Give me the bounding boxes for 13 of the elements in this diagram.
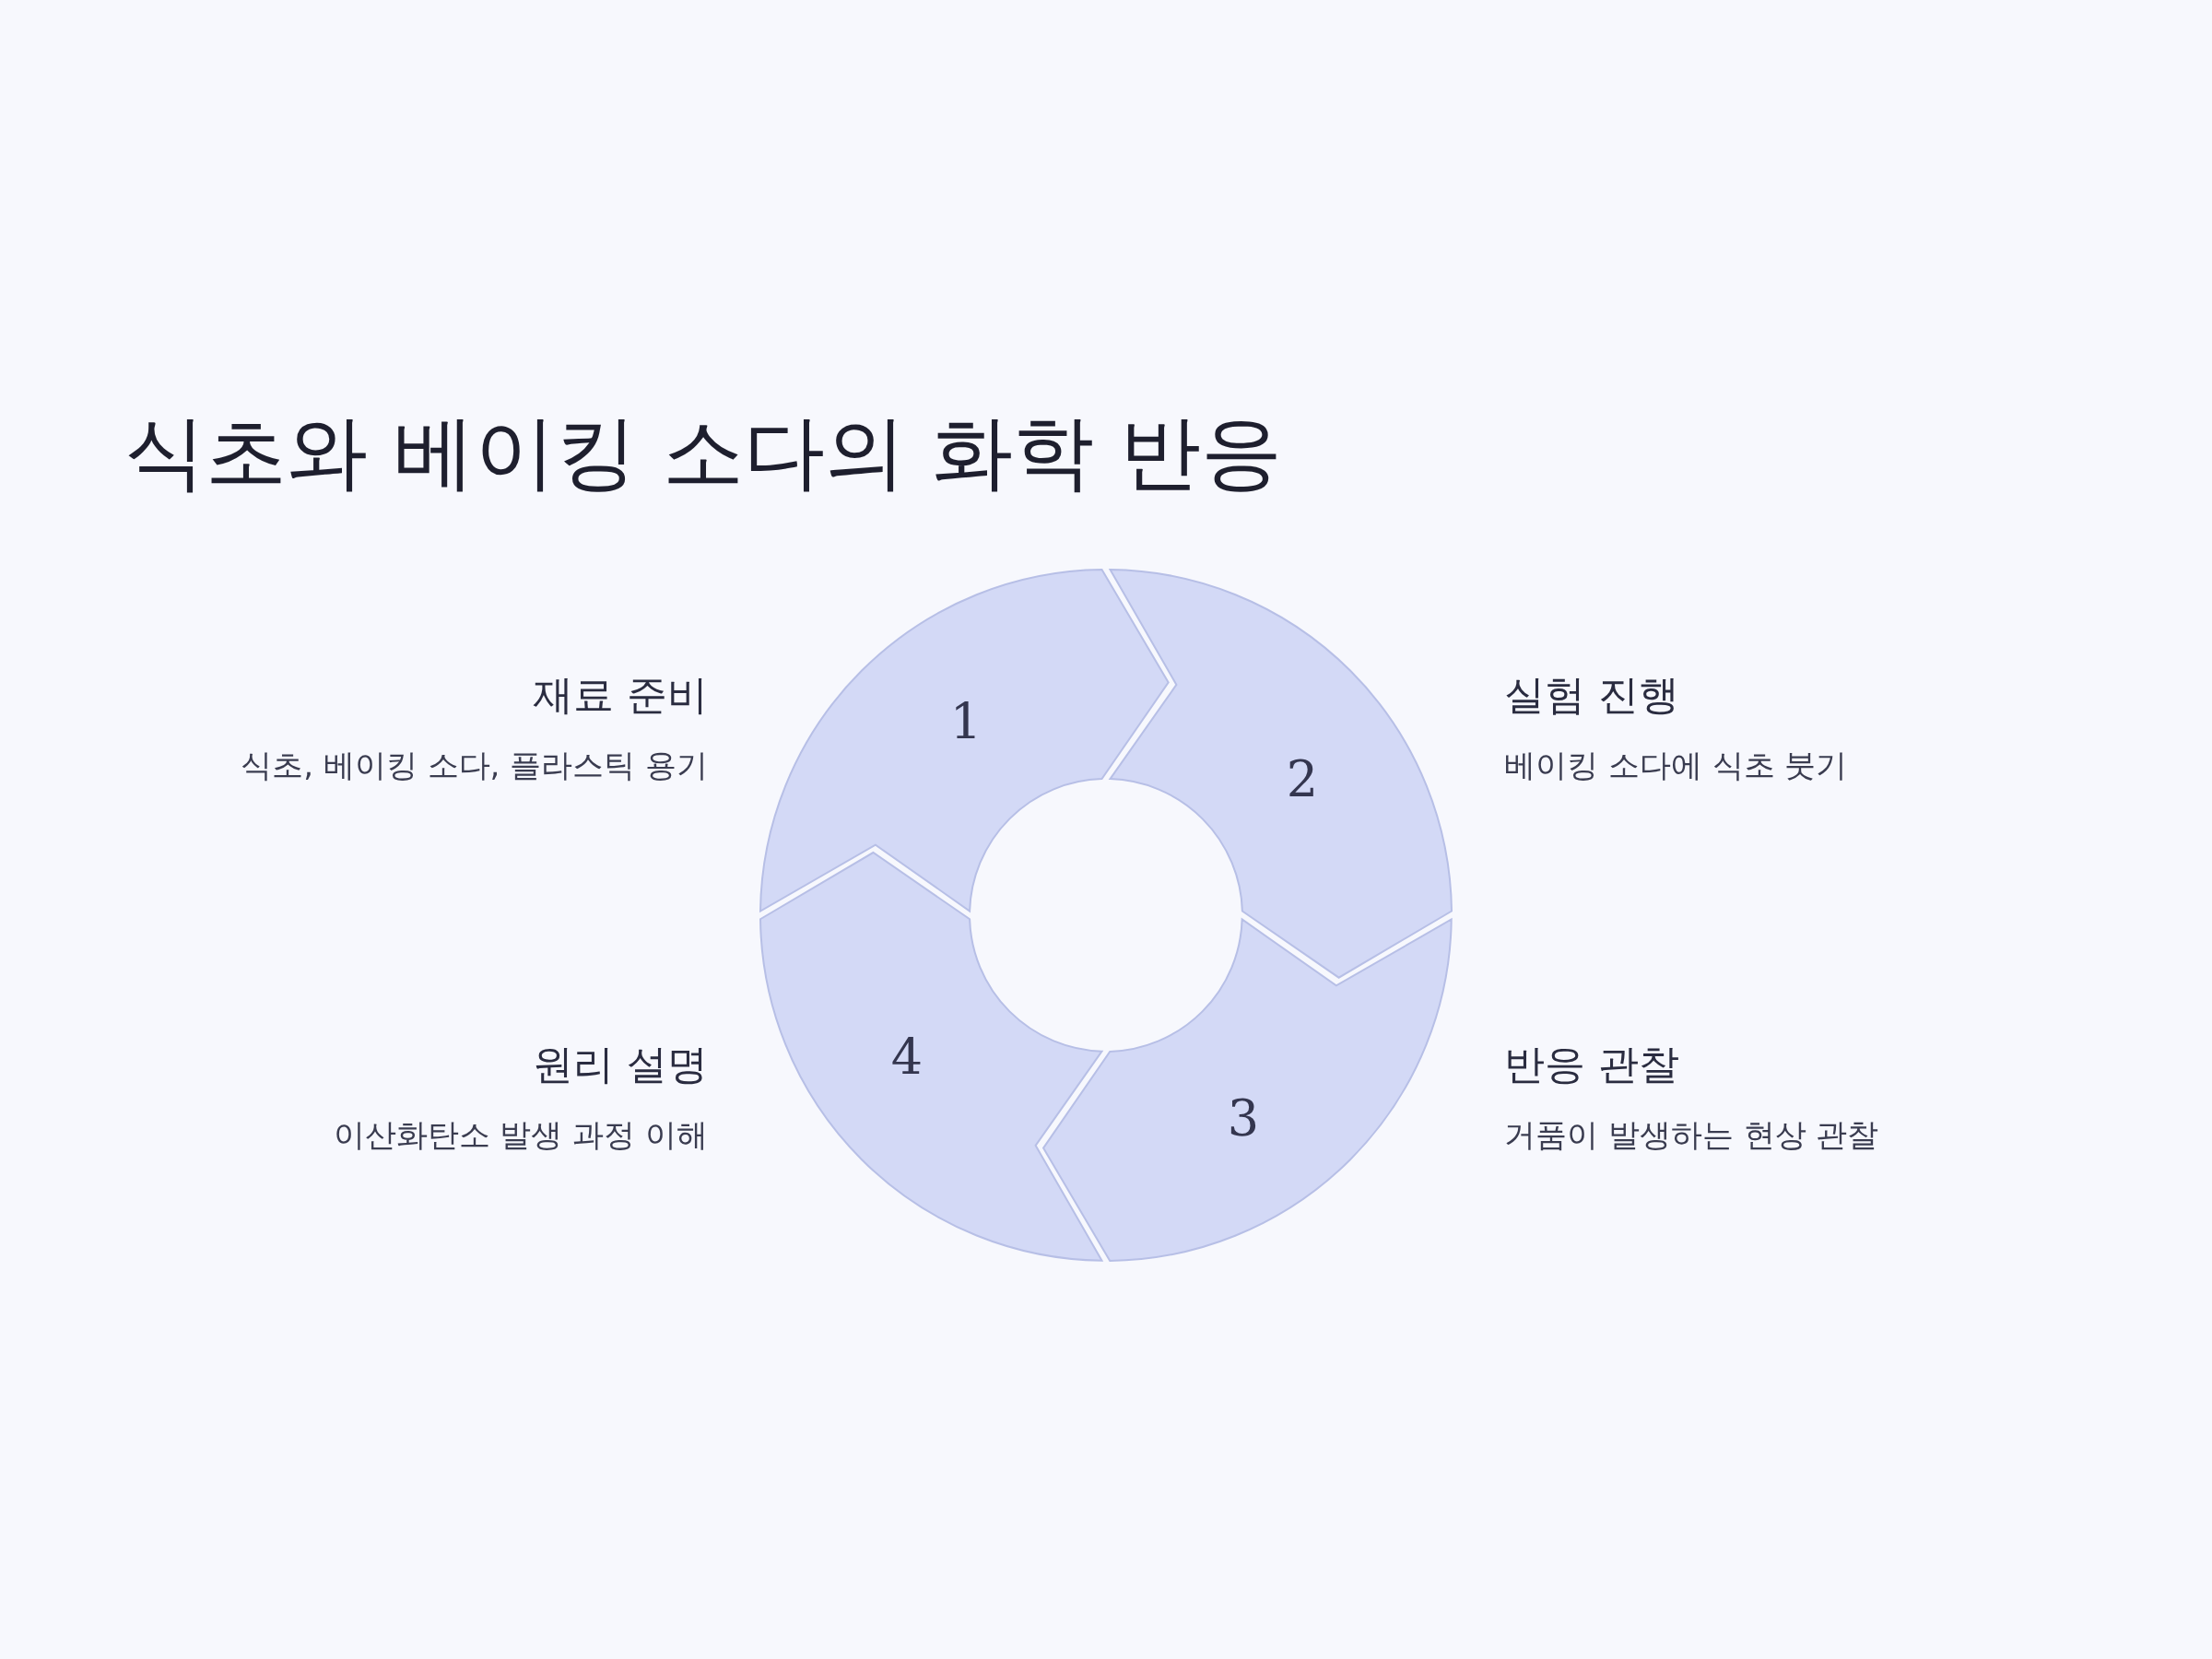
- step-number: 2: [1286, 755, 1319, 805]
- step-number: 4: [890, 1033, 924, 1083]
- step-description: 이산화탄소 발생 과정 이해: [333, 1116, 708, 1154]
- title: 식초와 베이킹 소다의 화학 반응: [124, 404, 1282, 501]
- step-description: 거품이 발생하는 현상 관찰: [1504, 1116, 1879, 1154]
- step-number: 1: [949, 698, 982, 747]
- step-title: 실험 진행: [1504, 671, 1679, 720]
- step-description: 식초, 베이킹 소다, 플라스틱 용기: [241, 747, 708, 784]
- step-title: 원리 설명: [533, 1041, 708, 1089]
- step-description: 베이킹 소다에 식초 붓기: [1504, 747, 1848, 784]
- step-title: 반응 관찰: [1504, 1041, 1679, 1089]
- step-title: 재료 준비: [533, 671, 708, 720]
- step-number: 3: [1227, 1094, 1260, 1144]
